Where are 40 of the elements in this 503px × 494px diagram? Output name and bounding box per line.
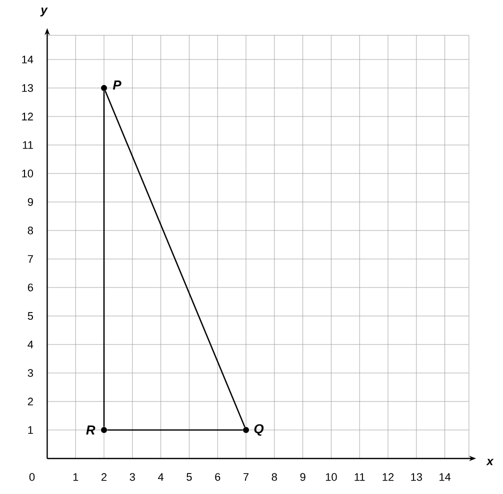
tick-label: 8 <box>28 226 33 234</box>
tick-label: 3 <box>28 369 33 377</box>
axis-label: x <box>486 458 494 466</box>
segment <box>104 90 246 428</box>
tick-label: 14 <box>22 56 34 64</box>
tick-label: 11 <box>22 141 33 149</box>
tick-label: 13 <box>411 473 422 481</box>
tick-label: 12 <box>22 112 33 120</box>
tick-label: 6 <box>28 284 33 292</box>
node-label: P <box>112 80 122 90</box>
segment <box>103 91 105 427</box>
tick-label: 8 <box>272 473 277 481</box>
point: P <box>101 80 122 91</box>
tick-label: 7 <box>244 473 248 481</box>
node-label: R <box>86 426 96 434</box>
tick-label: 5 <box>28 312 34 320</box>
tick-label: 12 <box>382 473 394 481</box>
tick-label: 2 <box>102 473 106 481</box>
tick-label: 10 <box>326 473 337 481</box>
tick-label: 1 <box>28 426 33 434</box>
point: Q <box>243 424 264 436</box>
tick-label: 9 <box>300 473 306 481</box>
node-label: Q <box>254 424 264 436</box>
axis-label: y <box>40 8 48 16</box>
tick-label: 1 <box>73 473 78 481</box>
tick-label: 7 <box>28 255 33 263</box>
tick-label: 14 <box>440 473 451 481</box>
segment <box>107 429 243 431</box>
tick-label: 5 <box>186 473 192 481</box>
tick-label: 2 <box>28 398 33 406</box>
point: R <box>86 426 107 434</box>
tick-label: 9 <box>28 198 33 206</box>
tick-label: 11 <box>354 473 365 481</box>
tick-label: 13 <box>22 84 33 92</box>
tick-label: 4 <box>28 340 34 348</box>
tick-label: 3 <box>130 473 135 481</box>
tick-label: 0 <box>29 473 35 481</box>
tick-label: 6 <box>215 473 220 481</box>
tick-label: 10 <box>22 170 34 178</box>
tick-label: 4 <box>158 473 164 481</box>
